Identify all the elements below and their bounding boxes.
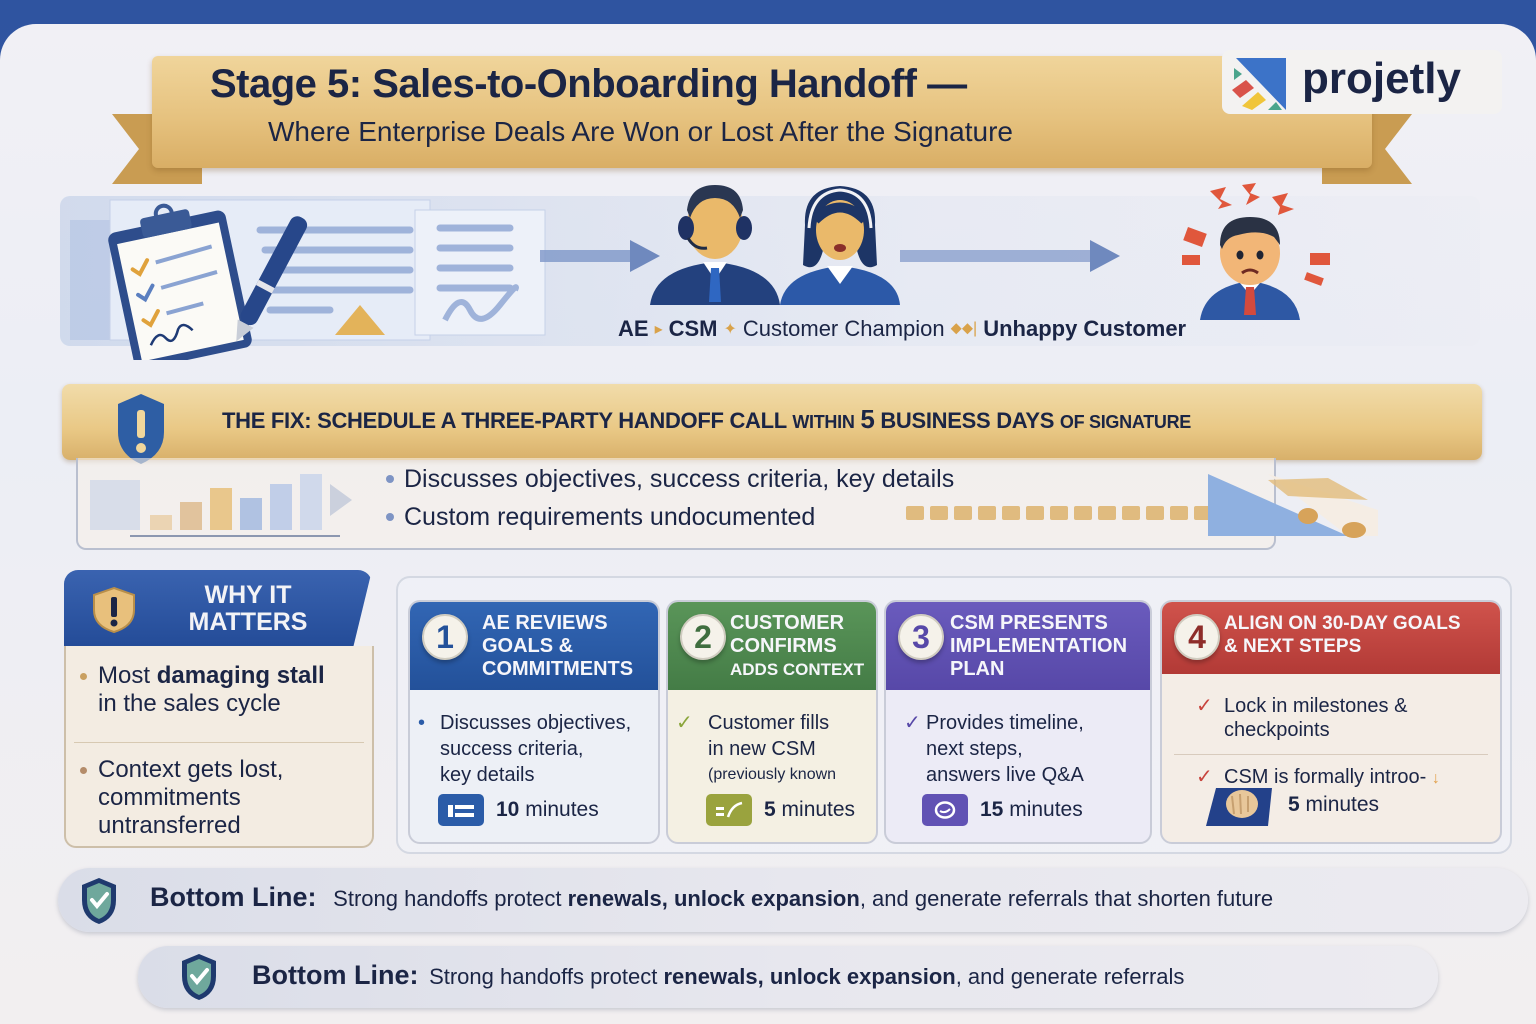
unhappy-customer-illustration: [1182, 183, 1330, 320]
bottom-line-banner-1: Bottom Line: Strong handoffs protect ren…: [58, 868, 1528, 932]
projetly-logo-icon: [1232, 58, 1286, 110]
flow-csm: CSM: [668, 316, 718, 341]
step-card-4: 4 ALIGN ON 30-DAY GOALS & NEXT STEPS ✓ L…: [1160, 600, 1502, 844]
check-shield-icon: [82, 878, 116, 924]
fix-bullet-list: Discusses objectives, success criteria, …: [386, 460, 954, 536]
step-title: CSM PRESENTS IMPLEMENTATION PLAN: [950, 612, 1128, 680]
why-item: Most damaging stall in the sales cycle: [80, 662, 325, 718]
why-item: Context gets lost, commitments untransfe…: [80, 756, 348, 840]
fix-bullet: Custom requirements undocumented: [386, 498, 954, 536]
step-card-2: 2 CUSTOMER CONFIRMS ADDS CONTEXT ✓ Custo…: [666, 600, 878, 844]
check-icon: ✓: [1196, 766, 1213, 788]
warning-shield-icon: [93, 586, 135, 634]
handoff-flow-label: AE ▸ CSM ✦ Customer Champion ⬥⬥| Unhappy…: [618, 316, 1186, 342]
fix-bullet: Discusses objectives, success criteria, …: [386, 460, 954, 498]
step-title: CUSTOMER CONFIRMS ADDS CONTEXT: [730, 612, 865, 679]
arrow-right-icon: [540, 240, 660, 272]
step-number-badge: 3: [898, 614, 944, 660]
divider: [74, 742, 364, 743]
bullet-dot-icon: [386, 475, 394, 483]
flow-separator-icon: ⬥⬥|: [950, 320, 978, 337]
flow-ae: AE: [618, 316, 649, 341]
decline-chart-illustration: [1208, 474, 1378, 538]
step-body: ✓ Customer fills in new CSM (previously …: [668, 690, 876, 842]
page-title: Stage 5: Sales-to-Onboarding Handoff —: [210, 62, 967, 106]
step-body: ✓ Lock in milestones & checkpoints ✓ CSM…: [1162, 674, 1500, 842]
step-text: • Discusses objectives, success criteria…: [418, 712, 632, 786]
check-icon: ✓: [904, 712, 921, 734]
step-body: ✓ Provides timeline, next steps, answers…: [886, 690, 1150, 842]
step-number-badge: 1: [422, 614, 468, 660]
flow-customer-champion: Customer Champion: [742, 316, 945, 341]
check-icon: ✓: [676, 712, 693, 734]
step-title: ALIGN ON 30-DAY GOALS & NEXT STEPS: [1224, 613, 1461, 657]
step-text: ✓ Lock in milestones & checkpoints: [1196, 695, 1408, 741]
bottom-line-banner-2: Bottom Line: Strong handoffs protect ren…: [138, 946, 1438, 1008]
step-text: ✓ CSM is formally introo- ↓: [1196, 766, 1440, 788]
brand-logo: projetly: [1222, 50, 1502, 114]
chat-icon: [922, 794, 968, 826]
bullet-dot-icon: [386, 513, 394, 521]
step-number-badge: 2: [680, 614, 726, 660]
step-body: • Discusses objectives, success criteria…: [410, 690, 658, 842]
fix-headline: THE FIX: SCHEDULE A THREE-PARTY HANDOFF …: [222, 404, 1191, 434]
agenda-icon: [438, 794, 484, 826]
step-duration: 5 minutes: [1204, 782, 1379, 828]
why-it-matters-card: WHY IT MATTERS Most damaging stall in th…: [64, 570, 374, 850]
bottom-line-text: Bottom Line: Strong handoffs protect ren…: [252, 960, 1185, 990]
progress-blocks-decoration: [906, 506, 1212, 520]
bullet-dot-icon: [80, 673, 87, 680]
step-duration: 5 minutes: [706, 794, 855, 826]
step-card-3: 3 CSM PRESENTS IMPLEMENTATION PLAN ✓ Pro…: [884, 600, 1152, 844]
title-ribbon: [112, 56, 1412, 184]
fix-ribbon: [62, 384, 1482, 460]
alert-shield-icon: [118, 394, 164, 464]
bullet-dot-icon: [80, 767, 87, 774]
step-number-badge: 4: [1174, 614, 1220, 660]
flow-separator-icon: ✦: [723, 321, 737, 338]
step-text: ✓ Provides timeline, next steps, answers…: [904, 712, 1084, 786]
bottom-line-text: Bottom Line: Strong handoffs protect ren…: [150, 882, 1274, 912]
bar-chart-illustration: [90, 474, 352, 537]
handshake-icon: [1204, 782, 1276, 828]
flow-unhappy-customer: Unhappy Customer: [983, 316, 1187, 341]
ribbon-body: [152, 56, 1372, 168]
check-shield-icon: [182, 954, 216, 1000]
divider: [1174, 754, 1488, 755]
step-title: AE REVIEWS GOALS & COMMITMENTS: [482, 612, 634, 680]
step-text: ✓ Customer fills in new CSM (previously …: [676, 712, 837, 783]
check-icon: ✓: [1196, 695, 1213, 717]
bullet-dot-icon: •: [418, 712, 426, 734]
step-header: 3 CSM PRESENTS IMPLEMENTATION PLAN: [886, 602, 1150, 690]
step-duration: 10 minutes: [438, 794, 599, 826]
step-card-1: 1 AE REVIEWS GOALS & COMMITMENTS • Discu…: [408, 600, 660, 844]
flow-separator-icon: ▸: [654, 321, 663, 338]
logo-text: projetly: [1302, 54, 1461, 103]
arrow-right-icon-2: [900, 240, 1120, 272]
page-subtitle: Where Enterprise Deals Are Won or Lost A…: [268, 116, 1013, 147]
step-header: 1 AE REVIEWS GOALS & COMMITMENTS: [410, 602, 658, 690]
note-icon: [706, 794, 752, 826]
why-item-cont: in the sales cycle: [98, 690, 281, 717]
step-duration: 15 minutes: [922, 794, 1083, 826]
ae-csm-people-illustration: [650, 185, 900, 305]
arrow-down-icon: ↓: [1431, 770, 1440, 787]
why-title: WHY IT MATTERS: [188, 581, 308, 636]
why-body: Most damaging stall in the sales cycle C…: [64, 646, 374, 848]
why-header: WHY IT MATTERS: [64, 570, 372, 646]
contract-documents-illustration: [70, 199, 546, 360]
step-header: 2 CUSTOMER CONFIRMS ADDS CONTEXT: [668, 602, 876, 690]
step-header: 4 ALIGN ON 30-DAY GOALS & NEXT STEPS: [1162, 602, 1500, 674]
